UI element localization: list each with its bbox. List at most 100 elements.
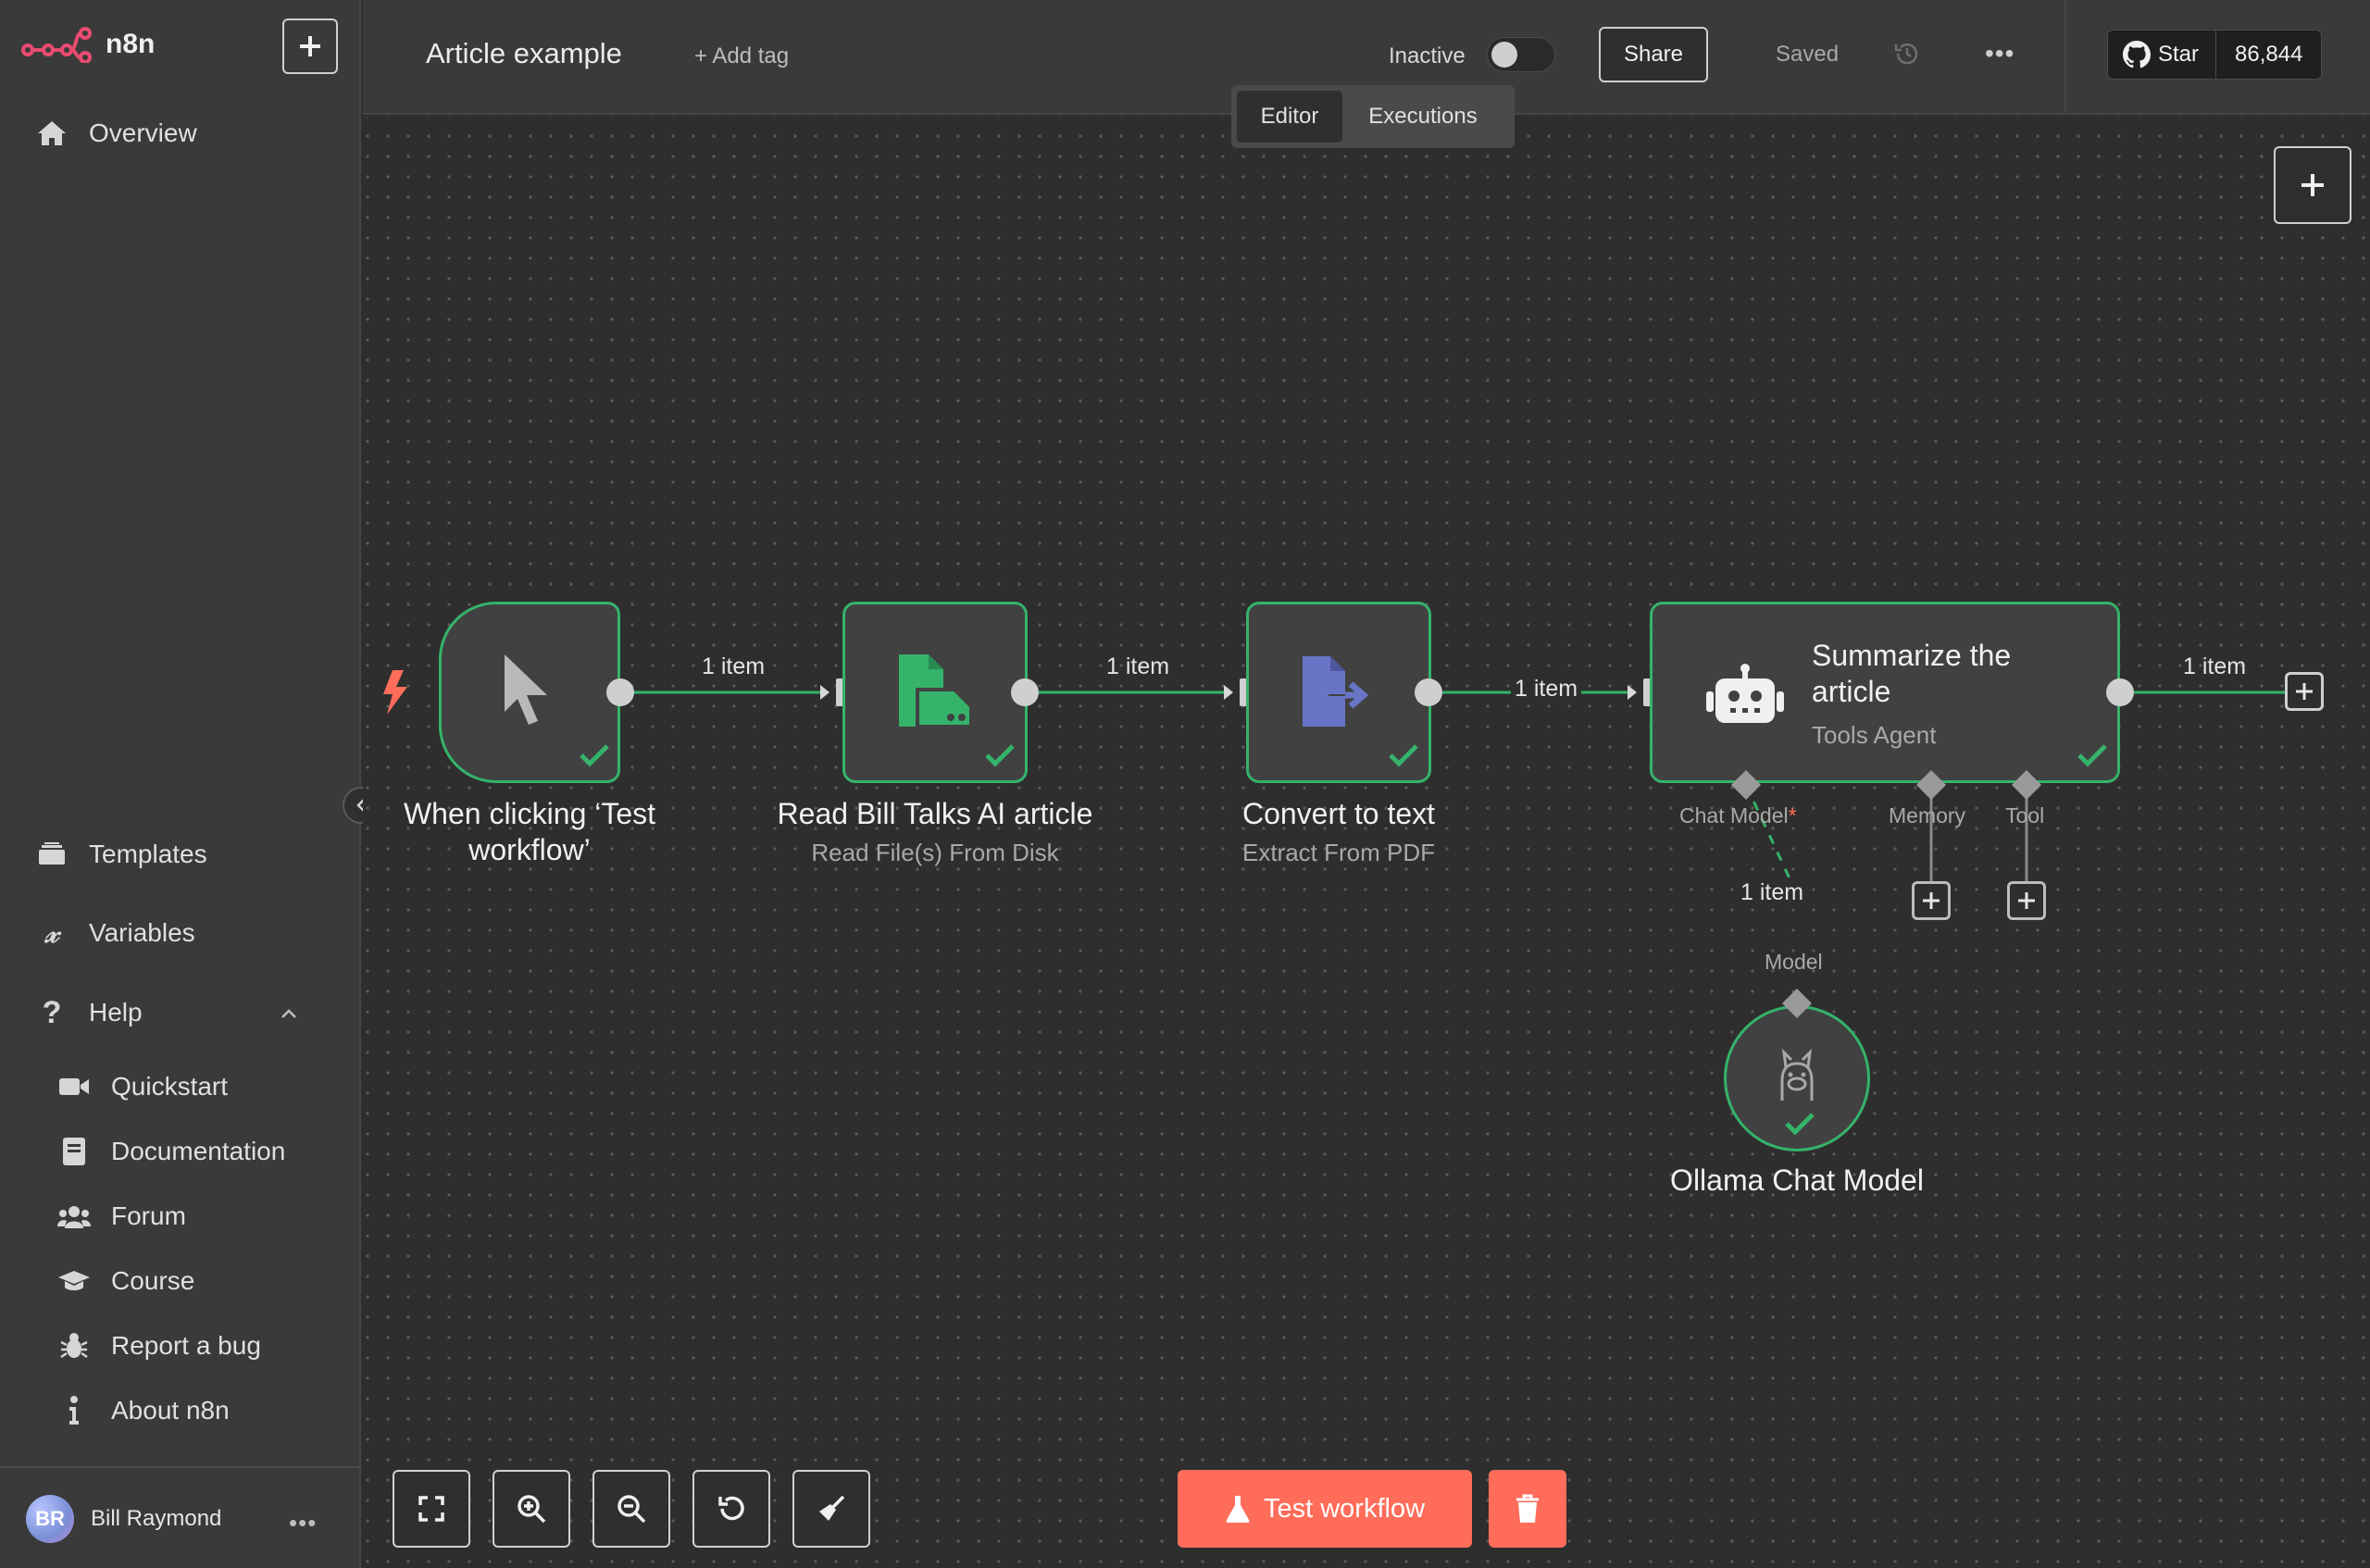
help-item-label: Quickstart xyxy=(111,1072,229,1101)
node-title: Convert to text xyxy=(1241,797,1436,830)
zoom-in-button[interactable] xyxy=(493,1470,570,1548)
undo-icon xyxy=(718,1496,744,1521)
node-title-line2: article xyxy=(1812,675,1891,709)
header-separator xyxy=(2064,0,2066,115)
book-icon xyxy=(57,1135,91,1168)
success-check-icon xyxy=(1785,1113,1815,1136)
plus-icon xyxy=(1923,892,1940,909)
help-item-label: Forum xyxy=(111,1201,186,1230)
clear-execution-button[interactable] xyxy=(1489,1470,1566,1548)
add-next-node-button[interactable] xyxy=(2285,672,2324,711)
help-item-report-bug[interactable]: Report a bug xyxy=(57,1329,261,1363)
model-output-label: Model xyxy=(1765,950,1823,974)
success-check-icon xyxy=(985,744,1015,767)
chevron-up-icon[interactable] xyxy=(280,1007,298,1020)
tidy-up-button[interactable] xyxy=(792,1470,870,1548)
node-subtitle: Tools Agent xyxy=(1812,721,1937,749)
active-toggle[interactable] xyxy=(1487,37,1555,72)
sidebar-item-templates[interactable]: Templates xyxy=(35,838,207,871)
connection-item-count: 1 item xyxy=(702,653,766,679)
workflow-title[interactable]: Article example xyxy=(426,37,622,69)
share-button[interactable]: Share xyxy=(1599,27,1708,82)
add-tool-button[interactable] xyxy=(2007,881,2046,920)
output-port[interactable] xyxy=(2106,678,2134,706)
node-manual-trigger[interactable] xyxy=(439,602,620,783)
diamond-port-memory[interactable] xyxy=(1915,768,1948,802)
chat-model-label: Chat Model xyxy=(1679,803,1789,828)
trigger-lightning-icon xyxy=(383,670,407,715)
bug-icon xyxy=(57,1329,91,1363)
sidebar-divider xyxy=(0,1466,361,1468)
new-workflow-button[interactable] xyxy=(282,19,338,74)
github-star-button[interactable]: Star 86,844 xyxy=(2107,30,2323,80)
success-check-icon xyxy=(2077,744,2107,767)
chevron-left-icon xyxy=(356,799,365,812)
help-item-label: Course xyxy=(111,1266,195,1295)
tab-executions[interactable]: Executions xyxy=(1368,104,1478,129)
more-options-icon[interactable]: ••• xyxy=(1985,39,2015,68)
graduation-cap-icon xyxy=(57,1264,91,1298)
node-title: Summarize the article xyxy=(1812,638,2011,710)
connection-item-count: 1 item xyxy=(1511,676,1582,703)
zoom-out-button[interactable] xyxy=(592,1470,670,1548)
connection-item-count: 1 item xyxy=(2183,653,2247,679)
github-icon xyxy=(2123,41,2151,68)
node-read-file[interactable] xyxy=(842,602,1028,783)
help-item-forum[interactable]: Forum xyxy=(57,1200,186,1233)
history-icon[interactable] xyxy=(1892,39,1922,68)
help-item-label: Documentation xyxy=(111,1137,286,1165)
add-tag-button[interactable]: + Add tag xyxy=(694,44,790,68)
plus-icon xyxy=(300,36,320,56)
sidebar-item-help[interactable]: ? Help xyxy=(35,995,143,1030)
broom-icon xyxy=(819,1495,845,1521)
user-name: Bill Raymond xyxy=(91,1506,222,1531)
github-star[interactable]: Star xyxy=(2108,31,2217,79)
zoom-out-icon xyxy=(617,1495,646,1524)
help-item-label: Report a bug xyxy=(111,1331,261,1360)
diamond-port-chat-model[interactable] xyxy=(1729,768,1763,802)
workflow-canvas[interactable]: When clicking ‘Test workflow’ 1 item Rea… xyxy=(363,117,2370,1568)
github-star-label: Star xyxy=(2158,42,2200,67)
robot-icon xyxy=(1706,664,1784,723)
test-workflow-button[interactable]: Test workflow xyxy=(1178,1470,1472,1548)
reset-zoom-button[interactable] xyxy=(692,1470,770,1548)
success-check-icon xyxy=(580,744,609,767)
sidebar-item-variables[interactable]: 𝓍 Variables xyxy=(35,915,194,950)
user-menu-icon[interactable]: ••• xyxy=(289,1509,318,1537)
output-port[interactable] xyxy=(1415,678,1442,706)
node-ollama-chat-model[interactable] xyxy=(1724,1005,1870,1151)
node-ai-agent[interactable]: Summarize the article Tools Agent xyxy=(1650,602,2120,783)
chat-model-input-label: Chat Model* xyxy=(1679,803,1797,828)
fullscreen-icon xyxy=(418,1496,444,1522)
users-icon xyxy=(57,1200,91,1233)
toggle-knob xyxy=(1491,42,1517,68)
diamond-port-tool[interactable] xyxy=(2010,768,2043,802)
output-port[interactable] xyxy=(1011,678,1039,706)
node-extract-pdf[interactable] xyxy=(1246,602,1431,783)
flask-icon xyxy=(1226,1496,1250,1523)
open-nodes-panel-button[interactable] xyxy=(2274,146,2351,224)
help-item-quickstart[interactable]: Quickstart xyxy=(57,1070,228,1103)
tab-editor[interactable]: Editor xyxy=(1237,91,1342,143)
add-memory-button[interactable] xyxy=(1912,881,1951,920)
node-title-line1: When clicking ‘Test xyxy=(403,797,656,830)
zoom-to-fit-button[interactable] xyxy=(393,1470,470,1548)
logo[interactable]: n8n xyxy=(20,26,155,63)
output-port[interactable] xyxy=(606,678,634,706)
connection-item-count: 1 item xyxy=(1737,879,1808,906)
help-item-label: About n8n xyxy=(111,1396,230,1425)
help-item-about[interactable]: About n8n xyxy=(57,1394,230,1427)
help-item-course[interactable]: Course xyxy=(57,1264,194,1298)
node-title: When clicking ‘Test workflow’ xyxy=(361,796,698,868)
diamond-port-model-output[interactable] xyxy=(1780,987,1814,1020)
active-status-label: Inactive xyxy=(1389,44,1466,68)
sidebar-item-label: Help xyxy=(89,998,143,1027)
file-export-icon xyxy=(1303,656,1369,727)
tool-input-label: Tool xyxy=(2005,803,2045,828)
help-item-documentation[interactable]: Documentation xyxy=(57,1135,285,1168)
info-icon xyxy=(57,1394,91,1427)
sidebar-item-overview[interactable]: Overview xyxy=(35,117,197,150)
user-profile[interactable]: BR Bill Raymond xyxy=(26,1495,221,1543)
sidebar-item-label: Overview xyxy=(89,118,197,147)
node-title: Read Bill Talks AI article xyxy=(777,797,1093,830)
